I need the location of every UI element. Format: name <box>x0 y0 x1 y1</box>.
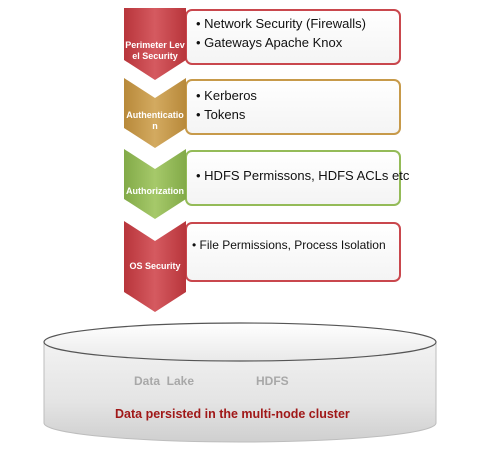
level-3-chevron <box>124 149 186 219</box>
level-1-item-2: Gateways Apache Knox <box>196 33 366 52</box>
level-4-items: File Permissions, Process Isolation <box>192 236 386 255</box>
storage-cylinder-body <box>43 341 437 443</box>
level-2-chevron <box>124 78 186 148</box>
level-3-items: HDFS Permissons, HDFS ACLs etc <box>196 166 409 185</box>
level-2-item-2: Tokens <box>196 105 257 124</box>
level-1-items: Network Security (Firewalls) Gateways Ap… <box>196 14 366 52</box>
level-4-chevron <box>124 221 186 312</box>
storage-left-label: Data Lake <box>134 374 195 388</box>
storage-right-label: HDFS <box>256 374 289 388</box>
level-2-label: Authenticatio n <box>126 110 184 131</box>
storage-caption: Data persisted in the multi-node cluster <box>115 407 350 421</box>
level-2-item-1: Kerberos <box>196 86 257 105</box>
storage-cylinder-top <box>43 322 437 362</box>
level-1-label: Perimeter Level Security <box>125 40 185 61</box>
level-1-chevron <box>124 8 186 80</box>
level-4-label: OS Security <box>129 261 181 271</box>
level-1-item-1: Network Security (Firewalls) <box>196 14 366 33</box>
level-3-label: Authorization <box>126 186 184 196</box>
level-2-items: Kerberos Tokens <box>196 86 257 124</box>
level-3-item-1: HDFS Permissons, HDFS ACLs etc <box>196 166 409 185</box>
level-4-item-1: File Permissions, Process Isolation <box>192 236 386 255</box>
